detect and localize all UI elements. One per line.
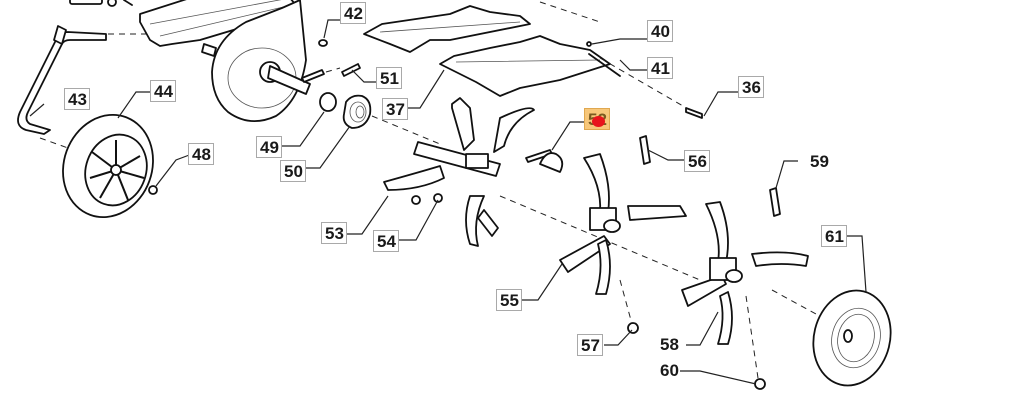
callout-55[interactable]: 55 (496, 289, 522, 311)
callout-50[interactable]: 50 (280, 160, 306, 182)
callout-48[interactable]: 48 (188, 143, 214, 165)
part-59-bolt (769, 187, 781, 217)
callout-53[interactable]: 54 (373, 230, 399, 252)
callout-40[interactable]: 40 (647, 20, 673, 42)
part-54-tine-assembly (383, 97, 535, 247)
callout-41[interactable]: 41 (647, 57, 673, 79)
part-60-nut (754, 378, 766, 390)
callout-52[interactable]: 52 (584, 108, 610, 130)
callout-60[interactable]: 60 (660, 361, 679, 380)
callout-61[interactable]: 61 (821, 225, 847, 247)
callout-56[interactable]: 56 (684, 150, 710, 172)
part-57-nut (627, 322, 639, 334)
callout-43[interactable]: 43 (64, 88, 90, 110)
top-spring-part (69, 0, 133, 7)
callout-44[interactable]: 44 (150, 80, 176, 102)
callout-59[interactable]: 59 (810, 152, 829, 171)
part-49-washer (319, 92, 337, 112)
gearbox-housing-part (201, 0, 311, 122)
part-36-bolt (685, 107, 703, 119)
part-58-tine-assembly (681, 201, 809, 345)
part-40-41-fasteners (586, 41, 621, 77)
part-48-ring (148, 185, 158, 195)
callout-54[interactable]: 53 (321, 222, 347, 244)
wheel-axle-bracket-part (17, 25, 150, 149)
part-56-bolt (639, 135, 651, 165)
part-44-wheel (62, 113, 154, 219)
leader-lines (29, 19, 867, 385)
part-55-tine-assembly (559, 153, 687, 295)
part-52-pin (525, 149, 564, 173)
part-37-tine-guard (363, 5, 611, 97)
part-61-disc (812, 289, 892, 387)
frame-bracket-part (139, 0, 301, 47)
callout-36[interactable]: 36 (738, 76, 764, 98)
callout-57[interactable]: 57 (577, 334, 603, 356)
part-50-boot (342, 94, 372, 129)
callout-42[interactable]: 42 (340, 2, 366, 24)
callout-49[interactable]: 49 (256, 136, 282, 158)
callout-58[interactable]: 58 (660, 335, 679, 354)
callout-51[interactable]: 51 (376, 67, 402, 89)
part-51-bolts (301, 63, 361, 83)
part-42-nut (318, 39, 328, 47)
callout-37[interactable]: 37 (382, 98, 408, 120)
